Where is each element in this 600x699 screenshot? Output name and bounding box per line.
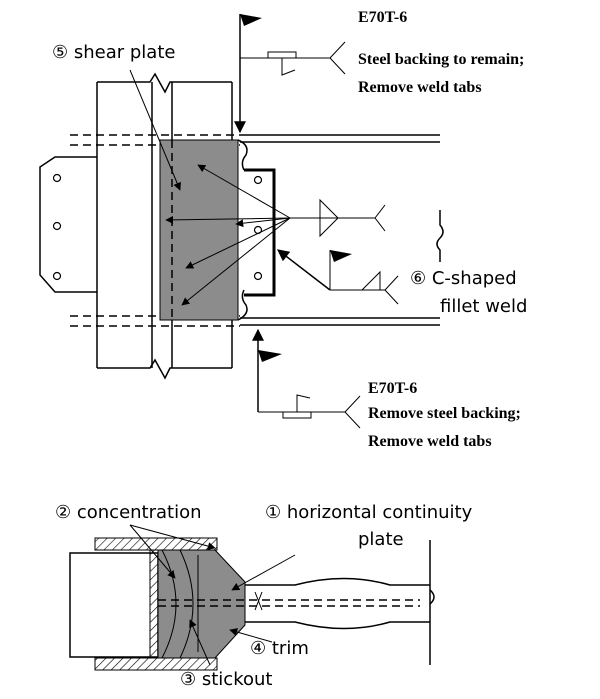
- continuity-plate-gray: [157, 549, 246, 659]
- weld-access-holes: [237, 139, 248, 321]
- top-elevation-diagram: ⑤ shear plate E70T-6 Steel backing to re…: [39, 9, 527, 450]
- shear-plate: [159, 139, 239, 321]
- bottom-weld-symbol: [252, 328, 361, 429]
- continuity-plate-label-line1: ① horizontal continuity: [265, 502, 473, 523]
- fillet-weld-symbol: [290, 198, 386, 238]
- top-weld-symbol: [234, 14, 346, 134]
- bottom-weld-spec-line3: Remove weld tabs: [368, 433, 492, 450]
- top-weld-spec-line1: E70T-6: [358, 9, 407, 26]
- c-weld-symbol: [277, 249, 399, 305]
- weld-leader-arrows: [165, 164, 291, 306]
- bottom-weld-spec-line2: Remove steel backing;: [368, 405, 521, 422]
- trim-label: ④ trim: [250, 638, 309, 659]
- beam-web-plate: [244, 168, 276, 297]
- c-weld-label-line1: ⑥ C-shaped: [410, 268, 517, 289]
- continuity-plates: [70, 134, 240, 327]
- bolt-hole: [52, 221, 62, 231]
- top-weld-spec-line2: Steel backing to remain;: [358, 51, 524, 68]
- concentration-label: ② concentration: [55, 502, 202, 523]
- bolt-hole: [253, 175, 263, 185]
- bolt-hole: [52, 271, 62, 281]
- beam: [240, 134, 444, 326]
- bolt-hole: [253, 271, 263, 281]
- continuity-plate-label-line2: plate: [358, 529, 404, 550]
- c-weld-label-line2: fillet weld: [440, 296, 527, 317]
- shear-plate-label: ⑤ shear plate: [52, 42, 175, 63]
- top-weld-spec-line3: Remove weld tabs: [358, 79, 482, 96]
- bolt-hole: [52, 173, 62, 183]
- beam-flange-plan: [245, 577, 430, 586]
- left-end-plate: [39, 156, 97, 293]
- bottom-plan-diagram: ② concentration ① horizontal continuity …: [55, 502, 473, 690]
- stickout-label: ③ stickout: [180, 669, 272, 690]
- bottom-weld-spec-line1: E70T-6: [368, 380, 417, 397]
